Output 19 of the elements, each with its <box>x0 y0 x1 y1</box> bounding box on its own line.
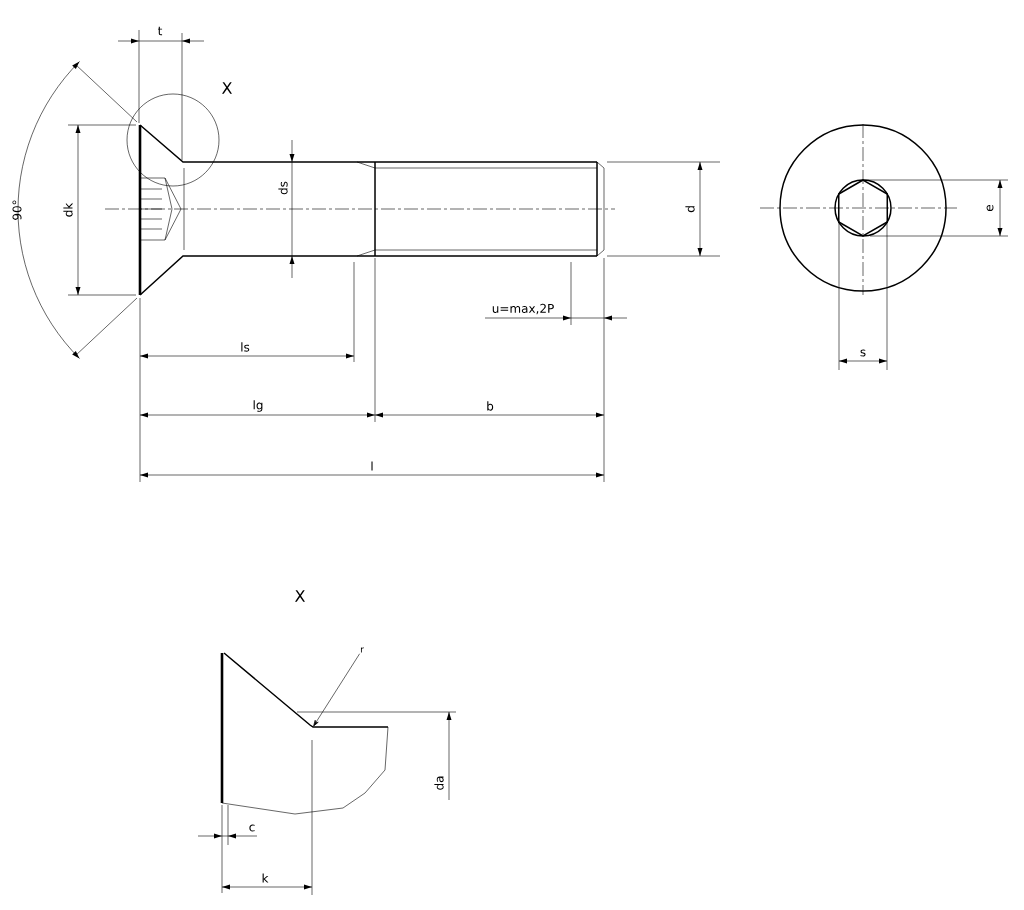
dimension-label: ds <box>278 181 288 195</box>
dimension-label: k <box>262 873 269 883</box>
dimension-label: dk <box>63 202 73 217</box>
dimension-label: d <box>685 206 695 213</box>
dimension-label: t <box>158 26 163 36</box>
dimension-label: l <box>371 461 373 471</box>
leader-line <box>313 653 360 727</box>
dimension-label: lg <box>253 400 263 412</box>
dimension-label: b <box>487 401 494 411</box>
dimension-label: u=max,2P <box>492 303 554 315</box>
dimension-label: da <box>434 776 444 790</box>
dimension-label: e <box>986 204 994 212</box>
detail-drawing <box>220 652 389 815</box>
view-label: X <box>222 82 232 94</box>
view-label: X <box>295 590 305 602</box>
dimension-label: ls <box>241 342 250 352</box>
dimension-label: r <box>360 647 364 653</box>
dimension-label: s <box>860 349 866 357</box>
angle-label: 90° <box>12 200 22 220</box>
